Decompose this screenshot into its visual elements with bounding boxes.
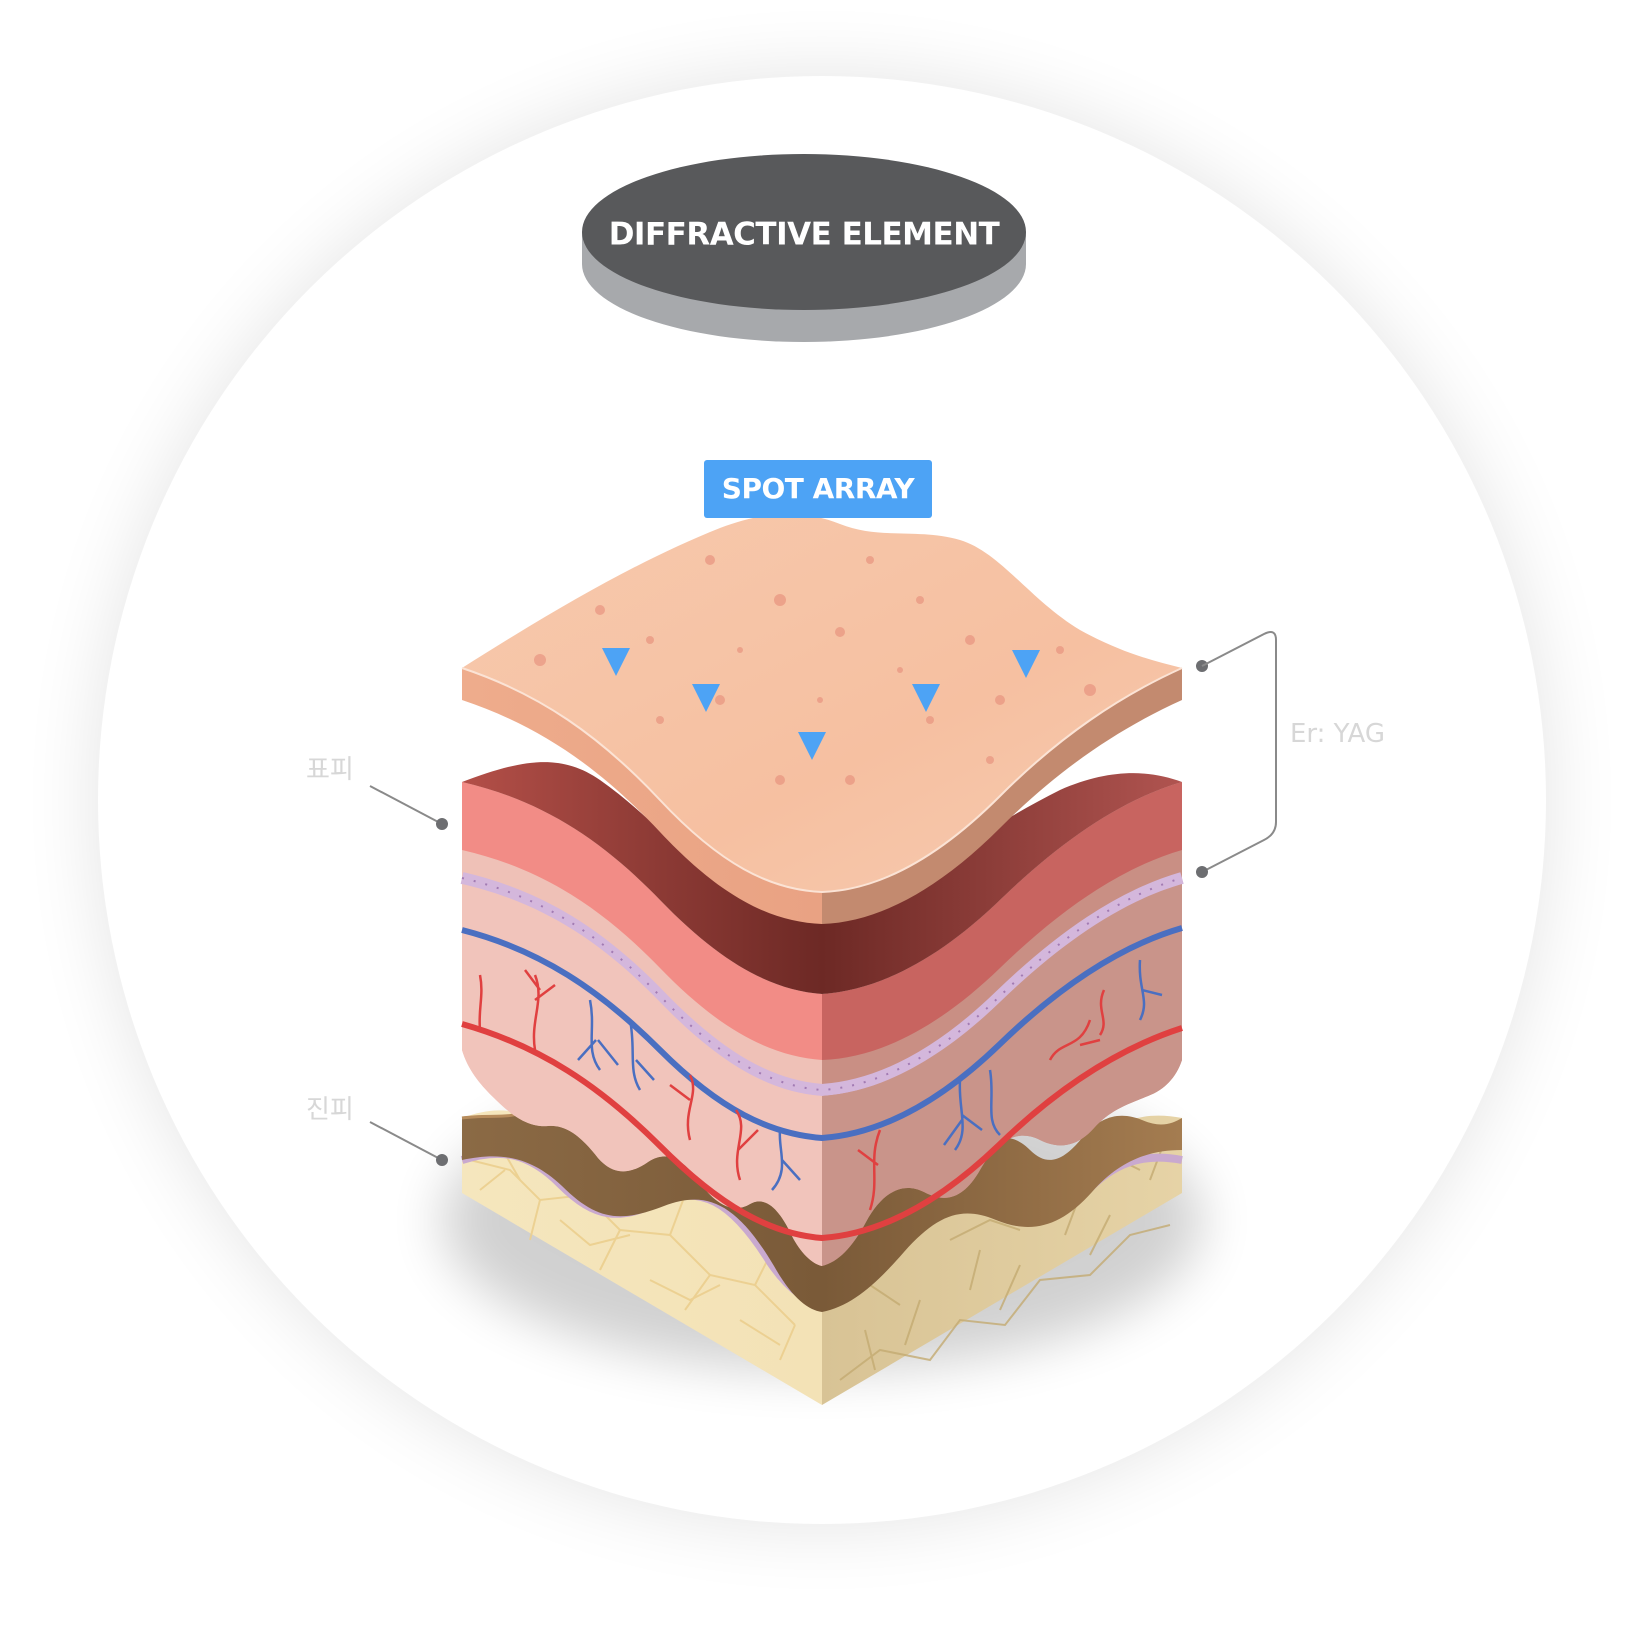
beam-arrow-icon: [798, 732, 826, 760]
spot-array-badge: SPOT ARRAY: [704, 460, 932, 518]
vein-line: [461, 925, 1183, 1142]
dermis-label: 진피: [306, 1095, 354, 1125]
treatment-depth-label: Er: YAG: [1290, 719, 1385, 749]
laser-beams: [602, 320, 1040, 760]
epidermis-annotation: 표피: [306, 755, 448, 830]
dermis-layer: [460, 762, 1184, 1266]
epidermis-slab: [461, 514, 1183, 924]
artery-line: [461, 1021, 1183, 1242]
diffractive-element-label: DIFFRACTIVE ELEMENT: [609, 217, 1000, 253]
dermis-annotation: 진피: [306, 1095, 448, 1166]
treatment-depth-bracket: Er: YAG: [1196, 631, 1385, 878]
diffractive-element-disc: DIFFRACTIVE ELEMENT: [582, 154, 1026, 342]
capillaries: [478, 959, 1163, 1211]
spot-array-label: SPOT ARRAY: [722, 472, 916, 505]
epidermis-label: 표피: [306, 755, 354, 785]
beam-arrow-icon: [692, 684, 720, 712]
beam-arrow-icon: [1012, 650, 1040, 678]
beam-arrow-icon: [912, 684, 940, 712]
beam-arrow-icon: [602, 648, 630, 676]
